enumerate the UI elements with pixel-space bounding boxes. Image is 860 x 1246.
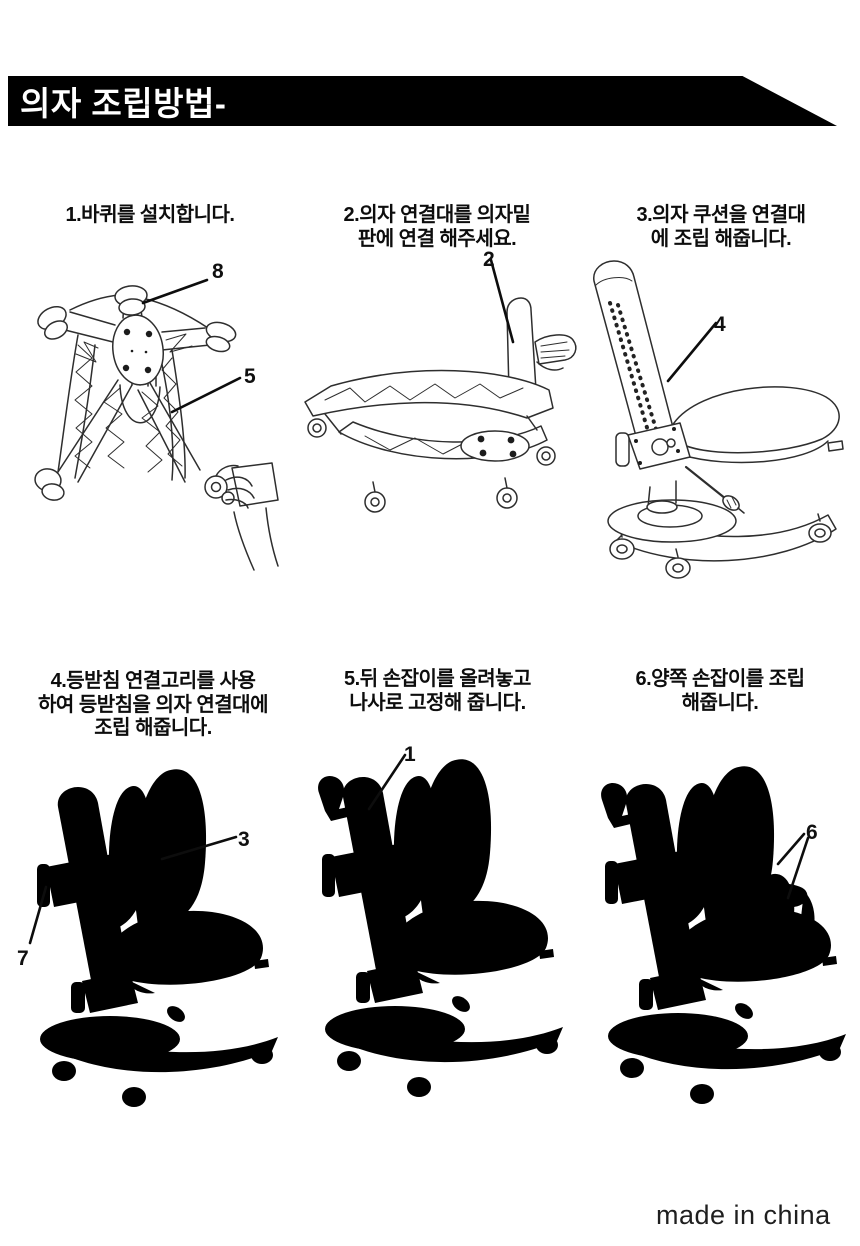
hand-icon <box>204 462 279 571</box>
illustration-backrest-assembly <box>28 745 295 1120</box>
caption-line: 6.양쪽 손잡이를 조립 <box>635 668 806 690</box>
caption-line: 판에 연결 해주세요. <box>357 227 517 250</box>
caster-wheel-icon <box>609 513 832 579</box>
step-1-caption: 1.바퀴를 설치합니다. <box>10 204 290 228</box>
step-2-caption: 2.의자 연결대를 의자밑 판에 연결 해주세요. <box>298 204 576 251</box>
caster-wheel-icon <box>34 285 237 501</box>
caption-line: 해줍니다. <box>681 691 759 714</box>
callout-8: 8 <box>212 260 224 283</box>
caption-line: 3.의자 쿠션을 연결대 <box>636 204 807 226</box>
callout-1: 1 <box>404 743 416 766</box>
caption-line: 하여 등받침을 의자 연결대에 <box>38 693 268 716</box>
caption-line: 나사로 고정해 줍니다. <box>349 691 526 714</box>
callout-4: 4 <box>714 313 726 336</box>
step-3-caption: 3.의자 쿠션을 연결대 에 조립 해줍니다. <box>582 204 860 251</box>
callout-2: 2 <box>483 248 495 271</box>
caster-wheel-icon <box>307 418 556 513</box>
seat-cushion <box>670 386 840 454</box>
step-6-caption: 6.양쪽 손잡이를 조립 해줍니다. <box>580 668 860 715</box>
caption-line: 조립 해줍니다. <box>94 717 212 739</box>
caption-line: 5.뒤 손잡이를 올려놓고 <box>344 668 531 690</box>
caption-line: 4.등받침 연결고리를 사용 <box>50 670 256 692</box>
caption-line: 2.의자 연결대를 의자밑 <box>343 204 531 226</box>
step-5-caption: 5.뒤 손잡이를 올려놓고 나사로 고정해 줍니다. <box>295 668 580 715</box>
illustration-seat-cushion-assembly <box>593 260 844 579</box>
illustration-wheel-base <box>34 278 279 571</box>
callout-7: 7 <box>17 947 29 970</box>
callout-3: 3 <box>238 828 250 851</box>
header-banner: 의자 조립방법- <box>8 76 837 126</box>
hand-icon <box>534 334 577 371</box>
caption-line: 1.바퀴를 설치합니다. <box>65 204 236 226</box>
page-title: 의자 조립방법- <box>20 85 227 122</box>
illustration-seat-plate-connector <box>304 258 577 513</box>
step-4-caption: 4.등받침 연결고리를 사용 하여 등받침을 의자 연결대에 조립 해줍니다. <box>8 670 298 741</box>
callout-6: 6 <box>806 821 818 844</box>
callout-5: 5 <box>244 365 256 388</box>
caption-line: 에 조립 해줍니다. <box>650 227 792 250</box>
illustration-armrests <box>578 742 860 1117</box>
made-in-label: made in china <box>656 1200 831 1230</box>
illustration-rear-handle <box>295 753 580 1110</box>
